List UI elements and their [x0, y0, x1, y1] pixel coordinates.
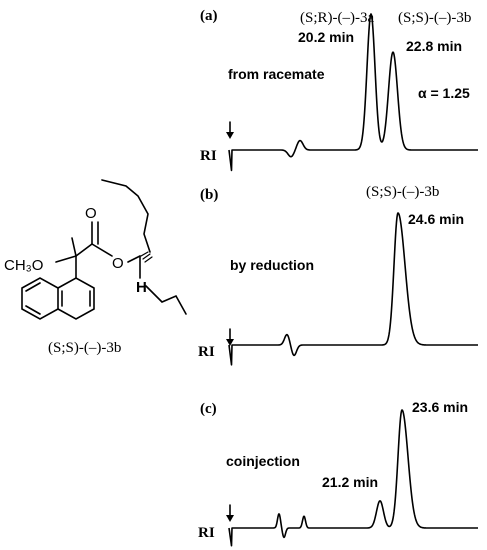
panel-b-label: (b) [200, 187, 218, 203]
injection-arrow-icon [226, 121, 234, 139]
panel-c-annotation: coinjection [226, 453, 300, 469]
panel-a-label: (a) [200, 8, 218, 24]
panel-b-peak1-time: 24.6 min [408, 211, 464, 227]
panel-c-detector-label: RI [198, 525, 215, 541]
panel-b-detector-label: RI [198, 344, 215, 360]
panel-a-peak1-time: 20.2 min [298, 29, 354, 45]
panel-c: (c) 23.6 min coinjection 21.2 min RI [198, 399, 479, 547]
injection-arrow-icon [226, 504, 234, 522]
panel-c-peak2-time: 23.6 min [412, 399, 468, 415]
ester-oxygen-label: O [112, 255, 124, 272]
panel-a-peak2-name: (S;S)-(–)-3b [398, 10, 471, 26]
panel-a-detector-label: RI [200, 148, 217, 164]
panel-b-annotation: by reduction [230, 257, 314, 273]
chromatogram-trace-a [228, 13, 479, 172]
panel-a-peak1-name: (S;R)-(–)-3a [300, 10, 374, 26]
hydrogen-atom-label: H [136, 279, 147, 296]
structure-label: (S;S)-(–)-3b [48, 340, 121, 356]
chromatogram-trace-c [228, 409, 479, 547]
methoxy-atom-label: CH₃O [4, 257, 43, 274]
panel-c-peak1-time: 21.2 min [322, 474, 378, 490]
panel-a-alpha: α = 1.25 [418, 85, 470, 101]
chromatogram-trace-b [228, 212, 479, 366]
panel-b-peak1-name: (S;S)-(–)-3b [366, 184, 439, 200]
panel-a-peak2-time: 22.8 min [406, 38, 462, 54]
panel-c-label: (c) [200, 401, 217, 417]
carbonyl-oxygen-label: O [85, 205, 97, 222]
chemical-structure: CH₃O O O H (S;S)-(–)-3b [4, 179, 187, 356]
panel-a-annotation: from racemate [228, 66, 325, 82]
panel-a: (a) (S;R)-(–)-3a 20.2 min (S;S)-(–)-3b 2… [200, 8, 479, 172]
injection-arrow-icon [226, 328, 234, 346]
panel-b: (b) (S;S)-(–)-3b 24.6 min by reduction R… [198, 184, 479, 366]
